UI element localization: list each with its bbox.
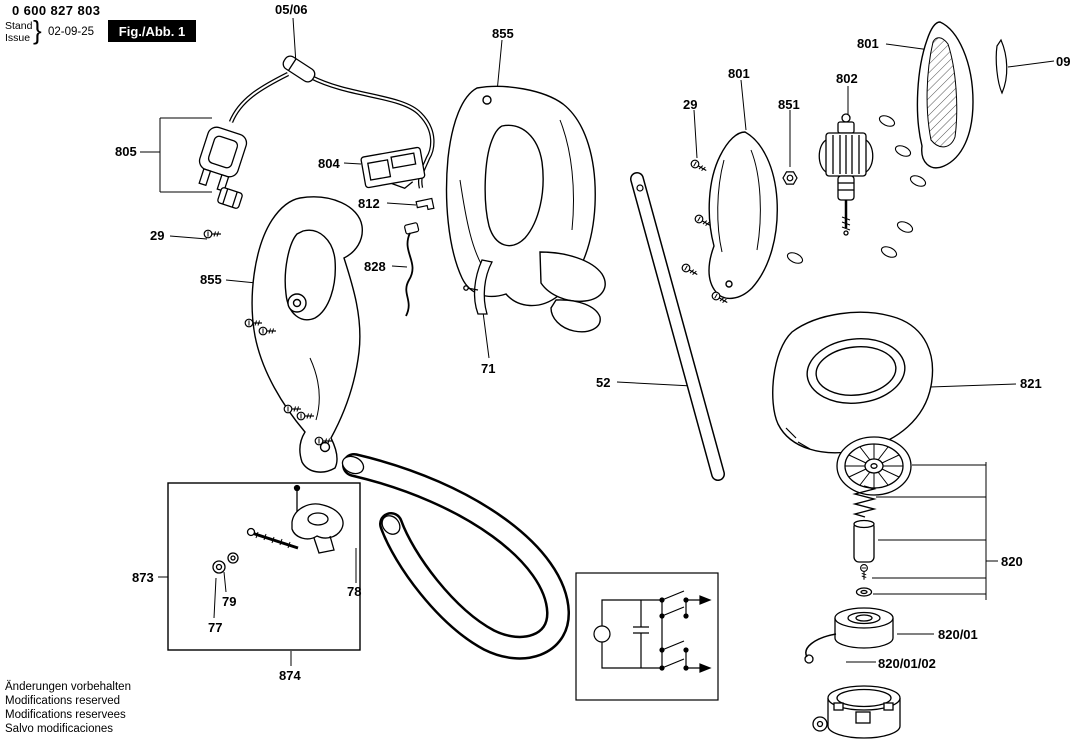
label-78: 78	[347, 584, 362, 599]
label-851: 851	[778, 97, 800, 112]
label-802: 802	[836, 71, 858, 86]
motor-housing-801-left	[708, 131, 778, 299]
label-820: 820	[1001, 554, 1023, 569]
strain-relief-05-06	[282, 55, 316, 83]
blade-09	[995, 38, 1008, 95]
part-number: 0 600 827 803	[12, 3, 101, 18]
motor-housing-801-right	[916, 21, 974, 169]
label-52: 52	[596, 375, 611, 390]
clamp-box-frame	[167, 482, 361, 651]
label-820-01: 820/01	[938, 627, 978, 642]
label-05-06: 05/06	[275, 2, 308, 17]
label-77: 77	[208, 620, 223, 635]
label-801-mid: 801	[728, 66, 750, 81]
notice-line-en: Modifications reserved	[5, 695, 121, 707]
figure-label: Fig./Abb. 1	[108, 20, 196, 42]
spool-820-01	[804, 607, 894, 664]
issue-date: 02-09-25	[48, 26, 95, 38]
label-801-top: 801	[857, 36, 879, 51]
arrow-right-top	[699, 595, 712, 605]
clamp-bolt	[251, 531, 299, 550]
label-828: 828	[364, 259, 386, 274]
notice-line-fr: Modifications reservees	[5, 709, 126, 721]
cable-828	[404, 222, 420, 317]
modification-notice: Änderungen vorbehalten Modifications res…	[5, 680, 131, 736]
wiring-diagram-frame	[575, 572, 719, 701]
fan-wheel	[836, 436, 912, 496]
motor-symbol	[593, 625, 611, 643]
label-812: 812	[358, 196, 380, 211]
arrow-right-bottom	[699, 663, 712, 673]
spring	[852, 485, 877, 518]
wiring-diagram	[575, 572, 719, 701]
plug-connector	[217, 187, 243, 209]
label-79: 79	[222, 594, 237, 609]
loop-handle-tube	[341, 453, 570, 660]
mains-plug	[198, 126, 248, 193]
label-874: 874	[279, 668, 301, 683]
issue-label: Issue	[5, 32, 31, 44]
spool-housing-820-01-02	[812, 685, 901, 739]
spool-screw	[859, 563, 869, 581]
handle-housing-855-right	[445, 85, 606, 333]
label-873: 873	[132, 570, 154, 585]
capacitor-symbol	[633, 600, 649, 668]
label-805: 805	[115, 144, 137, 159]
clip-812	[415, 197, 435, 211]
spool-parts-820	[852, 485, 877, 597]
label-855-left: 855	[200, 272, 222, 287]
label-855-top: 855	[492, 26, 514, 41]
switch-804	[360, 146, 426, 190]
guard-821	[772, 311, 934, 454]
leader-lines	[140, 17, 1055, 666]
motor-armature-802	[818, 113, 874, 236]
handle-housing-855-left	[251, 196, 363, 473]
label-820-01-02: 820/01/02	[878, 656, 936, 671]
notice-line-es: Salvo modificaciones	[5, 723, 114, 735]
stand-label: Stand	[5, 20, 33, 32]
label-821: 821	[1020, 376, 1042, 391]
stand-issue-brace: }	[33, 15, 42, 45]
label-804: 804	[318, 156, 340, 171]
switch-contacts	[661, 590, 685, 669]
shaft-tube-52	[630, 172, 725, 481]
clamp-assembly-873	[167, 482, 361, 651]
notice-line-de: Änderungen vorbehalten	[5, 681, 131, 693]
nut-851	[782, 171, 798, 185]
lever-71	[463, 259, 493, 315]
label-09: 09	[1056, 54, 1071, 69]
label-71: 71	[481, 361, 496, 376]
label-29-right: 29	[683, 97, 698, 112]
trimmer-line	[805, 633, 837, 658]
label-29-left: 29	[150, 228, 165, 243]
